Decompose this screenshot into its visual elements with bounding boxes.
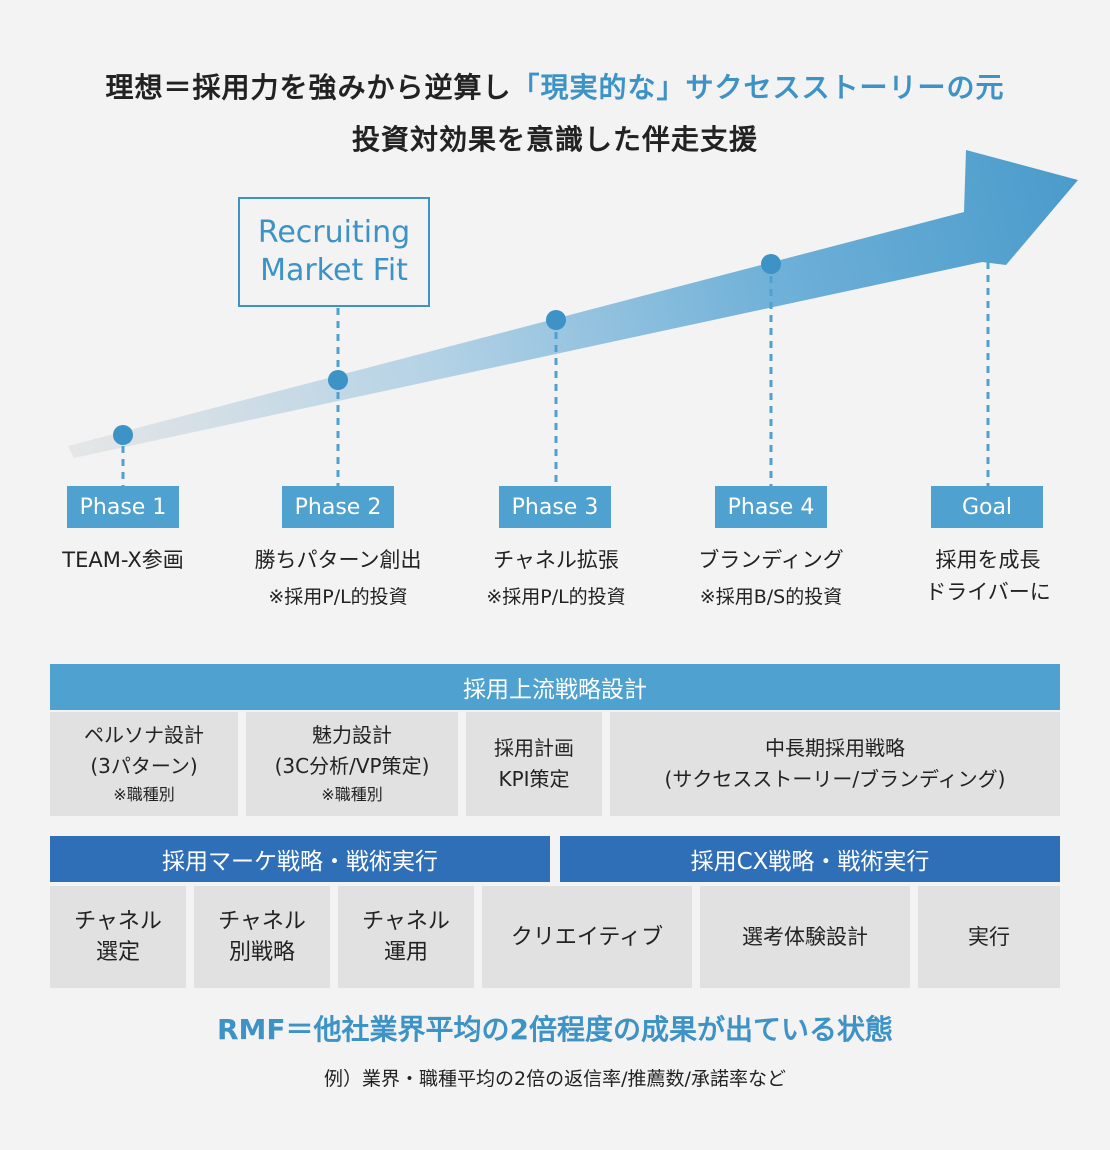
phase-3-tag: Phase 3 bbox=[499, 486, 611, 528]
cell-line-1: チャネル bbox=[362, 909, 450, 934]
rmf-line-1: Recruiting bbox=[257, 215, 411, 250]
cell-line-2: (サクセスストーリー/ブランディング) bbox=[664, 767, 1006, 791]
execution-cell-creative: クリエイティブ bbox=[482, 886, 692, 988]
phase-4-name: ブランディング bbox=[698, 548, 844, 572]
phase-4-note: ※採用B/S的投資 bbox=[699, 586, 843, 608]
execution-cell-channel-select: チャネル 選定 bbox=[50, 886, 186, 988]
rmf-definition: RMF＝他社業界平均の2倍程度の成果が出ている状態 bbox=[216, 1013, 894, 1046]
execution-cell-execute: 実行 bbox=[918, 886, 1060, 988]
execution-cell-channel-operation: チャネル 運用 bbox=[338, 886, 474, 988]
arrow-shape bbox=[68, 150, 1078, 458]
upstream-cell-long-term: 中長期採用戦略 (サクセスストーリー/ブランディング) bbox=[610, 712, 1060, 816]
execution-cell-selection-experience: 選考体験設計 bbox=[700, 886, 910, 988]
phase-3-name: チャネル拡張 bbox=[493, 548, 619, 572]
upstream-cell-persona: ペルソナ設計 (3パターン) ※職種別 bbox=[50, 712, 238, 816]
marketing-execution-header: 採用マーケ戦略・戦術実行 bbox=[50, 836, 550, 882]
execution-cell-channel-strategy: チャネル 別戦略 bbox=[194, 886, 330, 988]
heading-highlight: 「現実的な」サクセスストーリーの元 bbox=[511, 71, 1005, 104]
cell-line-2: 運用 bbox=[383, 940, 428, 965]
cell-line-1: ペルソナ設計 bbox=[84, 723, 204, 747]
cell-line-1: 実行 bbox=[968, 924, 1010, 949]
cell-line-1: 魅力設計 bbox=[312, 723, 392, 747]
goal-name-line-1: 採用を成長 bbox=[935, 548, 1041, 572]
phase-3-note: ※採用P/L的投資 bbox=[486, 586, 626, 608]
heading-part-1: 理想＝採用力を強みから逆算し bbox=[105, 71, 512, 104]
phase-2-note: ※採用P/L的投資 bbox=[268, 586, 408, 608]
cell-line-1: 選考体験設計 bbox=[742, 924, 868, 949]
cell-line-2: 別戦略 bbox=[228, 940, 295, 965]
cell-line-2: (3C分析/VP策定) bbox=[274, 754, 430, 778]
phase-2-name: 勝ちパターン創出 bbox=[254, 548, 422, 572]
upstream-strategy-header: 採用上流戦略設計 bbox=[50, 664, 1060, 710]
cx-execution-header: 採用CX戦略・戦術実行 bbox=[560, 836, 1060, 882]
milestone-dot-1 bbox=[113, 425, 133, 445]
rmf-example: 例）業界・職種平均の2倍の返信率/推薦数/承諾率など bbox=[324, 1068, 786, 1090]
growth-arrow-graphic bbox=[68, 150, 1078, 486]
milestone-dot-3 bbox=[546, 310, 566, 330]
upstream-cell-appeal: 魅力設計 (3C分析/VP策定) ※職種別 bbox=[246, 712, 458, 816]
cell-line-2: (3パターン) bbox=[90, 754, 198, 778]
rmf-line-2: Market Fit bbox=[260, 253, 408, 288]
heading-line-1: 理想＝採用力を強みから逆算し「現実的な」サクセスストーリーの元 bbox=[0, 66, 1110, 106]
cell-line-1: チャネル bbox=[218, 909, 306, 934]
cell-note: ※職種別 bbox=[113, 785, 175, 804]
cell-line-1: 中長期採用戦略 bbox=[765, 736, 905, 760]
cell-line-2: 選定 bbox=[95, 940, 140, 965]
heading-line-2: 投資対効果を意識した伴走支援 bbox=[351, 123, 758, 156]
upstream-cell-plan: 採用計画 KPI策定 bbox=[466, 712, 602, 816]
phase-1-tag: Phase 1 bbox=[67, 486, 179, 528]
phase-2-tag: Phase 2 bbox=[282, 486, 394, 528]
cell-line-1: クリエイティブ bbox=[510, 924, 664, 950]
phase-4-tag: Phase 4 bbox=[715, 486, 827, 528]
cell-line-1: 採用計画 bbox=[494, 736, 574, 760]
recruiting-market-fit-box: Recruiting Market Fit bbox=[238, 197, 430, 307]
goal-tag: Goal bbox=[931, 486, 1043, 528]
goal-name: 採用を成長 ドライバーに bbox=[888, 544, 1088, 608]
milestone-dot-2 bbox=[328, 370, 348, 390]
cell-line-1: チャネル bbox=[74, 909, 162, 934]
goal-name-line-2: ドライバーに bbox=[925, 580, 1051, 604]
cell-note: ※職種別 bbox=[321, 785, 383, 804]
cell-line-2: KPI策定 bbox=[498, 767, 570, 791]
milestone-dot-4 bbox=[761, 254, 781, 274]
phase-1-name: TEAM-X参画 bbox=[62, 548, 184, 572]
